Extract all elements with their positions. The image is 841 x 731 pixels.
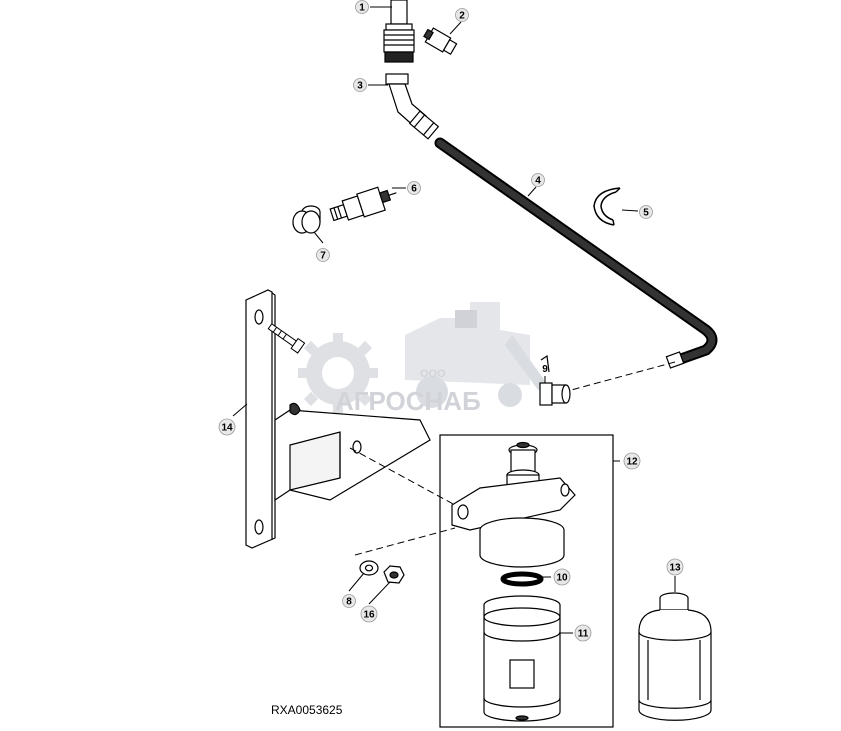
callout-1: 1	[355, 0, 369, 14]
filter-assembly-box	[439, 434, 614, 728]
callout-3: 3	[353, 78, 367, 92]
callout-2: 2	[455, 8, 469, 22]
part-cap-7	[292, 205, 321, 234]
callout-12: 12	[623, 452, 641, 470]
svg-text:8: 8	[346, 597, 352, 608]
part-fitting-1	[383, 0, 415, 63]
part-clip-5	[593, 187, 621, 226]
callout-13: 13	[666, 558, 684, 576]
part-spin-on-filter-13	[638, 592, 712, 721]
svg-text:3: 3	[357, 81, 363, 92]
part-nut-16	[383, 565, 405, 584]
callout-8: 8	[342, 594, 356, 608]
part-sensor-6	[329, 186, 397, 222]
part-hose-4	[434, 137, 718, 369]
watermark-company-name: АГРОСНАБ	[335, 386, 481, 416]
part-filter-head	[451, 441, 576, 568]
svg-text:13: 13	[669, 563, 681, 574]
svg-text:10: 10	[556, 573, 568, 584]
svg-text:4: 4	[535, 176, 541, 187]
callout-10: 10	[553, 568, 571, 586]
callout-6: 6	[407, 181, 421, 195]
callouts	[232, 6, 676, 634]
watermark-harvester-icon	[405, 302, 548, 408]
part-washer-8	[359, 560, 379, 576]
part-oring-10	[500, 571, 544, 587]
svg-text:12: 12	[626, 457, 638, 468]
callout-9: 9	[542, 364, 548, 375]
svg-text:2: 2	[459, 11, 465, 22]
svg-text:1: 1	[359, 3, 365, 14]
svg-text:6: 6	[411, 184, 417, 195]
figure-code: RXA0053625	[271, 703, 343, 717]
callout-16: 16	[360, 605, 378, 623]
part-plug-2	[423, 27, 458, 56]
svg-text:11: 11	[578, 629, 589, 640]
part-elbow-3	[385, 73, 440, 140]
hose-leader-dash	[559, 361, 676, 394]
watermark-gear-icon	[298, 333, 378, 413]
watermark-company-prefix: ООО	[420, 368, 446, 380]
callout-7: 7	[316, 248, 330, 262]
svg-text:7: 7	[320, 251, 326, 262]
svg-text:9: 9	[542, 364, 548, 375]
part-filter-element-11	[483, 595, 561, 722]
part-connector-9	[539, 354, 571, 406]
watermark: ООО АГРОСНАБ	[298, 302, 548, 416]
callout-4: 4	[531, 173, 545, 187]
part-bolt	[267, 323, 306, 354]
svg-text:5: 5	[643, 208, 649, 219]
bracket-leader-dash-upper	[349, 447, 456, 506]
svg-text:16: 16	[363, 610, 375, 621]
part-bracket-14	[245, 289, 431, 549]
callout-5: 5	[639, 205, 653, 219]
callout-14: 14	[218, 418, 236, 436]
callout-11: 11	[574, 624, 592, 642]
svg-text:14: 14	[221, 423, 233, 434]
bracket-leader-dash-lower	[354, 527, 456, 556]
